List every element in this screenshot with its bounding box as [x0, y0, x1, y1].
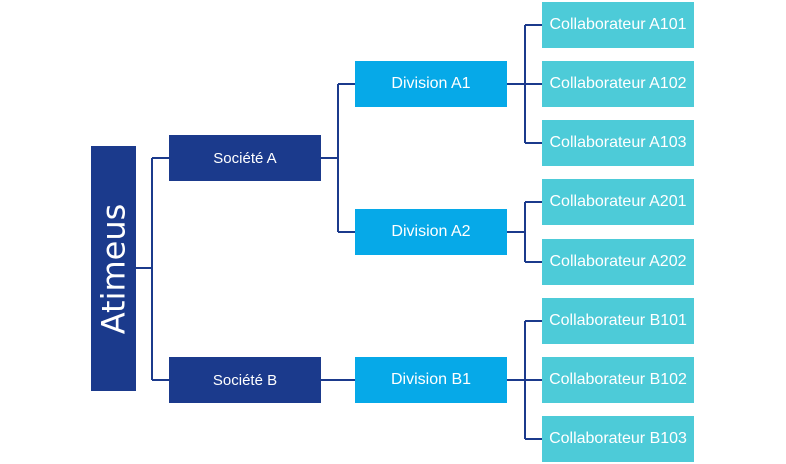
- employee-node-b102: Collaborateur B102: [542, 357, 694, 403]
- employee-node-a102: Collaborateur A102: [542, 61, 694, 107]
- employee-label: Collaborateur A102: [549, 75, 687, 92]
- company-node-b: Société B: [169, 357, 321, 403]
- employee-node-b101: Collaborateur B101: [542, 298, 694, 344]
- employee-label: Collaborateur B102: [549, 371, 687, 388]
- employee-label: Collaborateur A101: [549, 16, 687, 33]
- employee-node-a202: Collaborateur A202: [542, 239, 694, 285]
- employee-node-b103: Collaborateur B103: [542, 416, 694, 462]
- employee-label: Collaborateur B101: [549, 312, 687, 329]
- employee-label: Collaborateur A103: [549, 134, 687, 151]
- division-node-b1: Division B1: [355, 357, 507, 403]
- company-label: Société A: [213, 149, 277, 167]
- employee-label: Collaborateur A201: [549, 193, 687, 210]
- root-label: Atimeus: [94, 203, 133, 334]
- employee-node-a201: Collaborateur A201: [542, 179, 694, 225]
- division-node-a1: Division A1: [355, 61, 507, 107]
- division-label: Division A2: [391, 223, 471, 240]
- employee-node-a103: Collaborateur A103: [542, 120, 694, 166]
- division-label: Division A1: [391, 75, 471, 92]
- employee-node-a101: Collaborateur A101: [542, 2, 694, 48]
- division-label: Division B1: [390, 371, 472, 388]
- company-node-a: Société A: [169, 135, 321, 181]
- division-node-a2: Division A2: [355, 209, 507, 255]
- employee-label: Collaborateur A202: [549, 253, 687, 270]
- company-label: Société B: [212, 371, 278, 389]
- root-node: Atimeus: [91, 146, 136, 391]
- employee-label: Collaborateur B103: [549, 430, 687, 447]
